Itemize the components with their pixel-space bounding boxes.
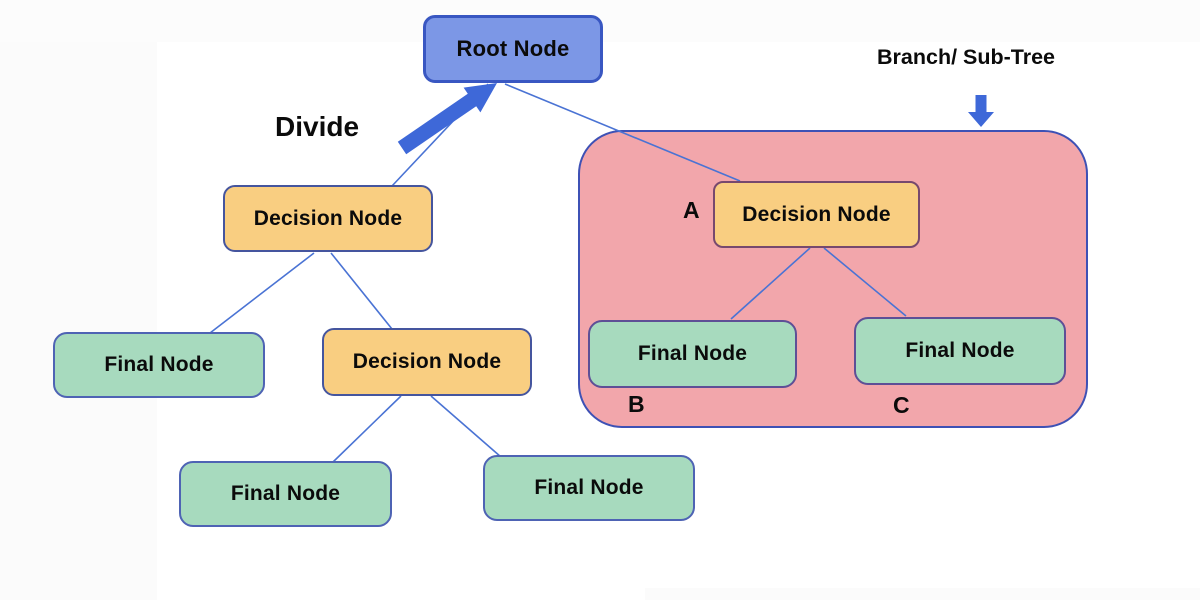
node-final-bottom-mid-label: Final Node [534, 476, 644, 499]
node-final-sub-b-label: Final Node [637, 342, 748, 365]
letter-label-a: A [683, 197, 700, 223]
node-final-bottom-mid: Final Node [483, 455, 695, 521]
branch-subtree-label: Branch/ Sub-Tree [877, 45, 1056, 69]
letter-label-c: C [893, 392, 910, 418]
node-decision-left-label: Decision Node [253, 206, 403, 230]
node-decision-sub-label: Decision Node [742, 202, 891, 226]
divide-label: Divide [275, 111, 360, 142]
edge-decision-left-to-final-left [209, 252, 315, 334]
node-final-left: Final Node [53, 332, 265, 398]
edge-decision-left-to-decision-mid [330, 252, 393, 330]
edge-decision-sub-to-final-b [730, 247, 811, 320]
node-root-label: Root Node [456, 36, 570, 61]
divide-arrow-icon [397, 83, 497, 155]
background-strip-bottom [645, 588, 1200, 600]
node-final-sub-b: Final Node [588, 320, 797, 388]
node-root: Root Node [423, 15, 603, 83]
node-final-sub-c: Final Node [854, 317, 1066, 385]
edge-decision-mid-to-final-bottom-left [332, 395, 402, 463]
node-decision-mid: Decision Node [322, 328, 532, 396]
node-decision-left: Decision Node [223, 185, 433, 252]
branch-down-arrow-icon [968, 95, 994, 127]
edge-decision-mid-to-final-bottom-mid [430, 395, 502, 458]
edge-root-to-decision-sub [504, 83, 741, 182]
background-strip-left [0, 0, 157, 600]
node-decision-mid-label: Decision Node [352, 350, 502, 373]
node-final-sub-c-label: Final Node [905, 339, 1015, 362]
node-final-bottom-left-label: Final Node [230, 482, 341, 505]
edge-decision-sub-to-final-c [823, 247, 907, 317]
letter-label-b: B [628, 391, 645, 417]
node-decision-sub: Decision Node [713, 181, 920, 248]
node-final-left-label: Final Node [104, 353, 214, 376]
node-final-bottom-left: Final Node [179, 461, 392, 527]
